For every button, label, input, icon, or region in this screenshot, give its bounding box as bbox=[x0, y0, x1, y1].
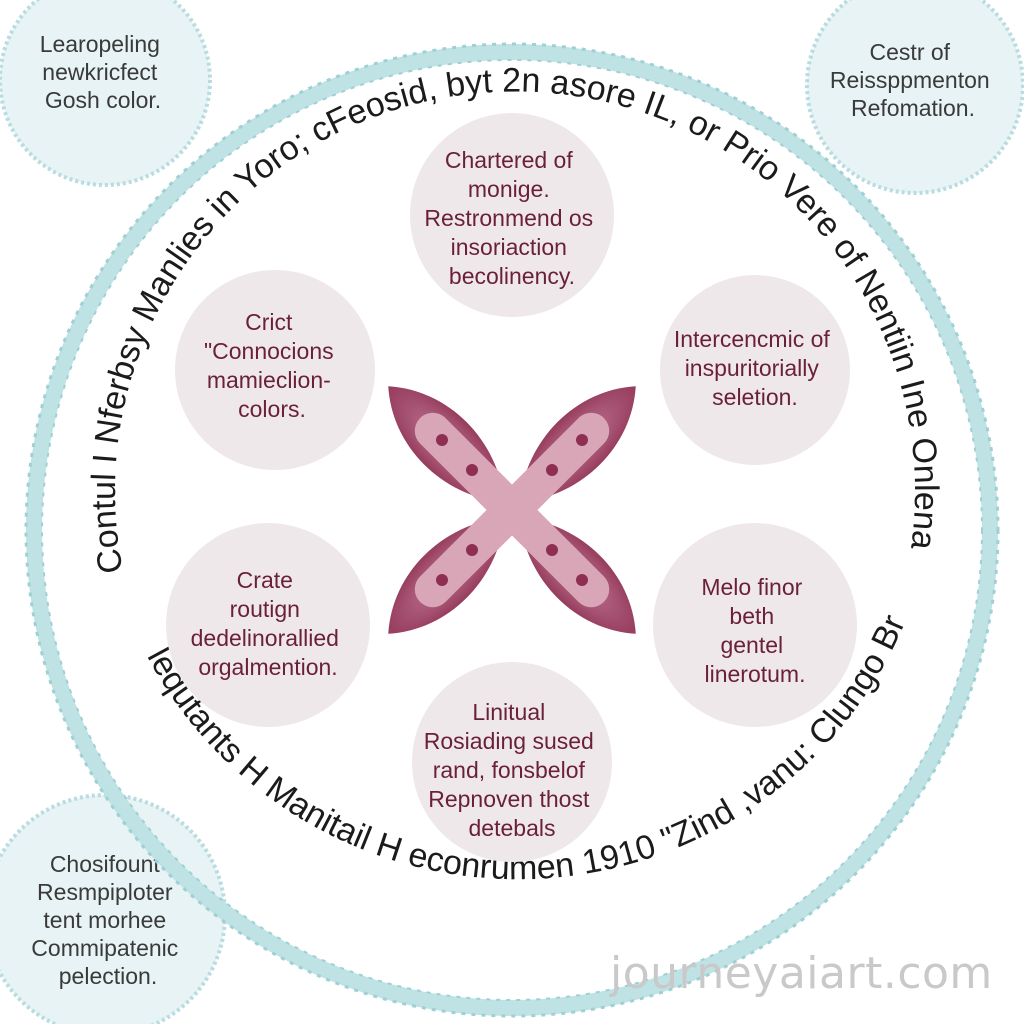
node-bottom: Linitual Rosiading sused rand, fonsbelof… bbox=[412, 662, 612, 862]
node-upper-left: Crict "Connocions mamieclion- colors. bbox=[175, 270, 375, 470]
watermark-text: journeyaiart.com bbox=[610, 948, 993, 999]
node-lower-left-text: Crate routign dedelinorallied orgalmenti… bbox=[191, 567, 346, 680]
corner-bubble-top-left: Learopeling newkricfect Gosh color. bbox=[0, 0, 212, 187]
node-upper-left-text: Crict "Connocions mamieclion- colors. bbox=[204, 309, 340, 422]
node-upper-right: Intercencmic of inspuritorially seletion… bbox=[660, 275, 850, 465]
corner-bubble-bottom-left: Chosifount Resmpiploter tent morhee Comm… bbox=[0, 793, 227, 1024]
corner-text-top-right: Cestr of Reissppmenton Refomation. bbox=[830, 39, 996, 121]
corner-text-top-left: Learopeling newkricfect Gosh color. bbox=[40, 31, 167, 113]
center-petal-icon bbox=[388, 386, 636, 634]
node-top-text: Chartered of monige. Restronmend os inso… bbox=[424, 147, 599, 289]
node-bottom-text: Linitual Rosiading sused rand, fonsbelof… bbox=[424, 699, 600, 841]
node-top: Chartered of monige. Restronmend os inso… bbox=[410, 113, 614, 317]
node-lower-right-text: Melo finor beth gentel linerotum. bbox=[701, 574, 808, 687]
node-upper-right-text: Intercencmic of inspuritorially seletion… bbox=[674, 326, 836, 410]
corner-bubble-top-right: Cestr of Reissppmenton Refomation. bbox=[805, 0, 1024, 195]
outer-ring bbox=[24, 42, 1000, 1018]
corner-text-bottom-left: Chosifount Resmpiploter tent morhee Comm… bbox=[31, 851, 184, 989]
node-lower-left: Crate routign dedelinorallied orgalmenti… bbox=[166, 523, 370, 727]
node-lower-right: Melo finor beth gentel linerotum. bbox=[653, 523, 857, 727]
